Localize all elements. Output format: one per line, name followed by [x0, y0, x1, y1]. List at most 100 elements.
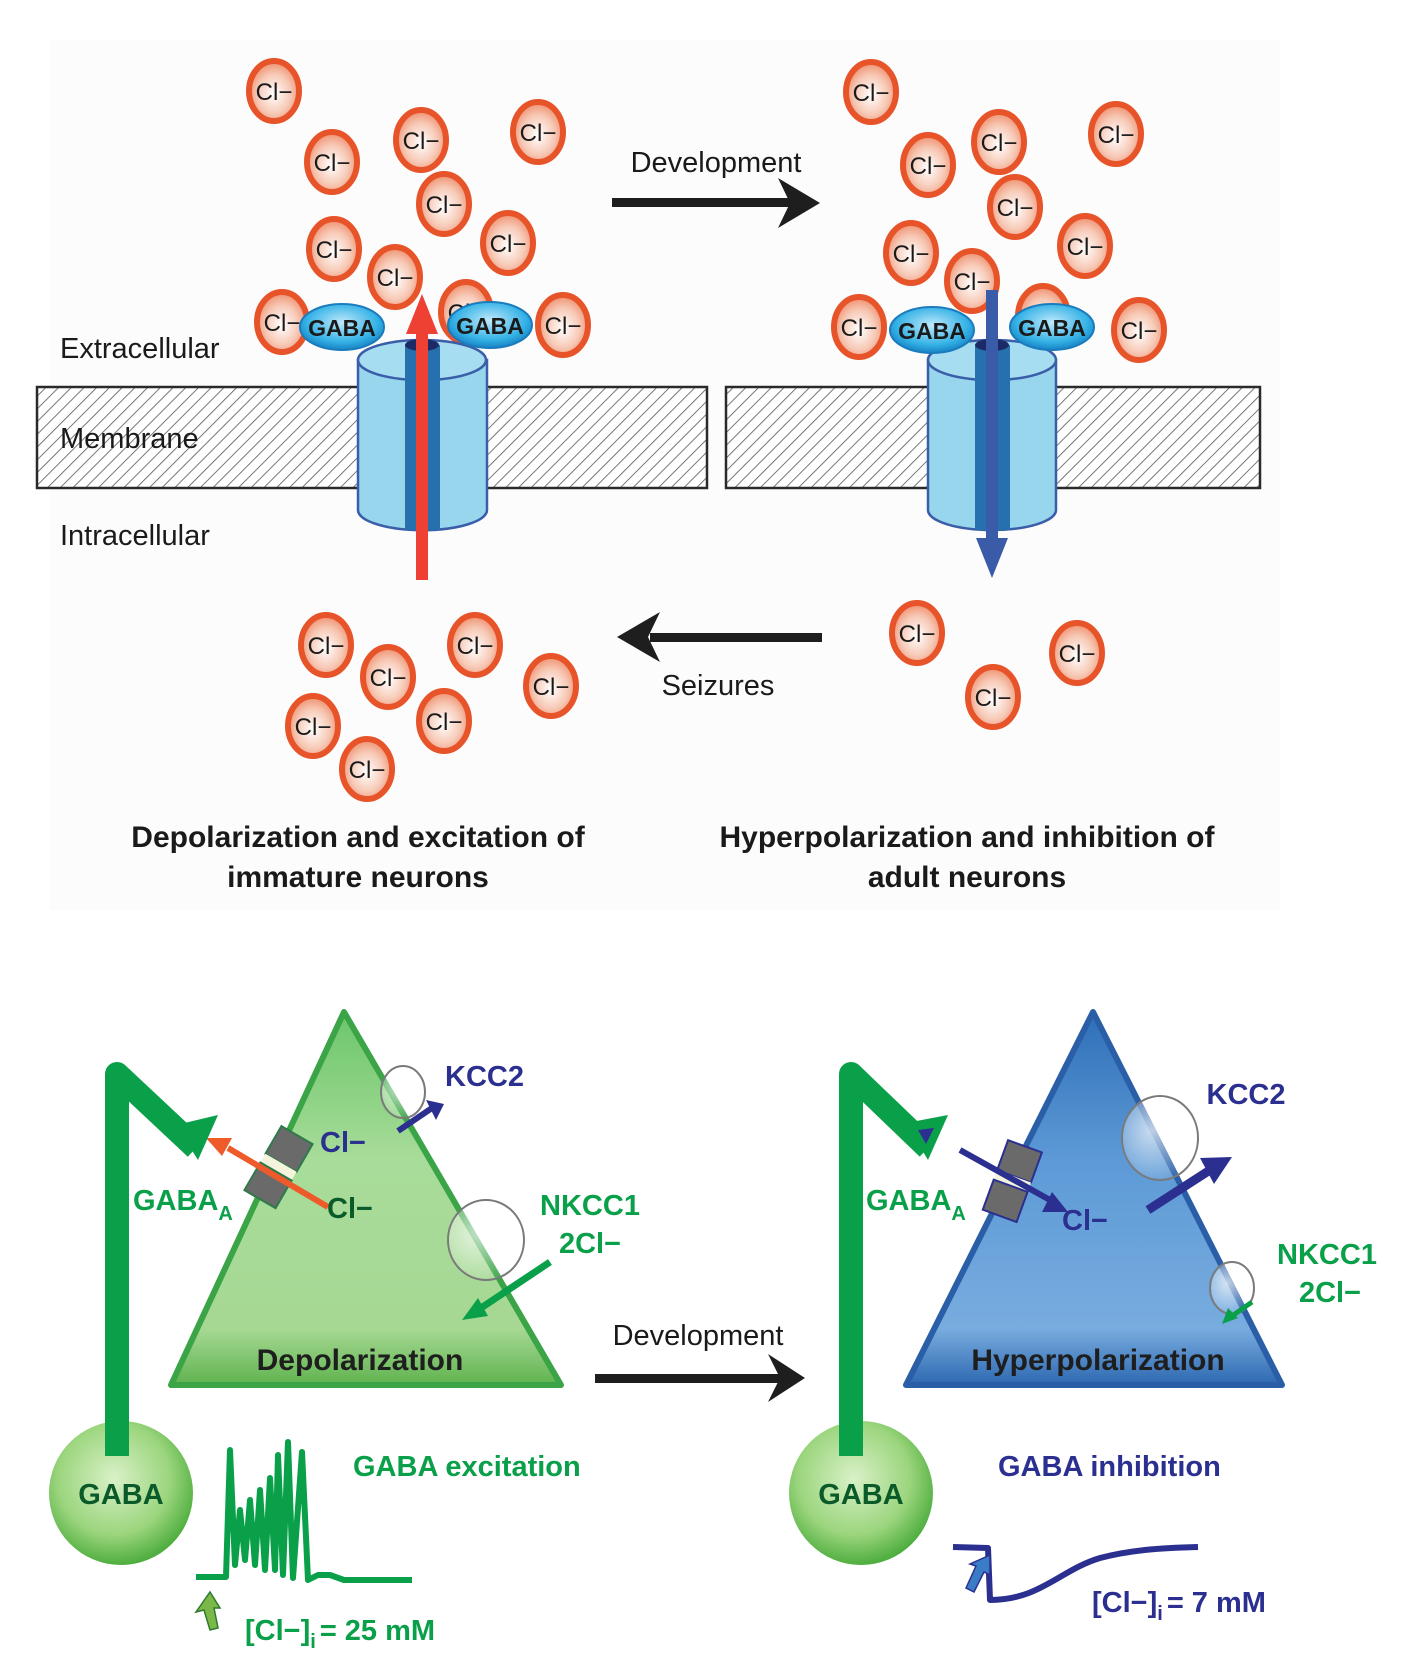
- chloride-ion: Cl−: [367, 244, 423, 310]
- stimulus-arrow-right: [965, 1553, 991, 1594]
- chloride-ion: Cl−: [360, 644, 416, 710]
- influx-arrow: [976, 290, 1008, 578]
- chloride-ion: Cl−: [987, 174, 1043, 240]
- chloride-ion-label: Cl−: [308, 633, 345, 660]
- chloride-ion: Cl−: [339, 736, 395, 802]
- chloride-ion-label: Cl−: [349, 757, 386, 784]
- bottom-panel: Depolarization KCC2 Cl− NKCC1 2Cl−: [49, 1009, 1377, 1653]
- gaba-inhibition-label: GABA inhibition: [998, 1451, 1221, 1483]
- chloride-ion-label: Cl−: [1059, 641, 1096, 668]
- chloride-ion-label: Cl−: [841, 315, 878, 342]
- concentration-right: [Cl−]i= 7 mM: [1092, 1587, 1266, 1625]
- chloride-ion: Cl−: [843, 59, 899, 125]
- chloride-ion-label: Cl−: [520, 120, 557, 147]
- chloride-ion-label: Cl−: [893, 241, 930, 268]
- chloride-ion: Cl−: [447, 612, 503, 678]
- cl-label-channel-left: Cl−: [327, 1193, 373, 1225]
- kcc2-transporter-right: [1121, 1095, 1232, 1214]
- chloride-efflux-arrow: [206, 1138, 330, 1210]
- chloride-ion: Cl−: [1057, 213, 1113, 279]
- stimulus-arrow-left: [194, 1590, 222, 1631]
- immature-intracellular-ions: Cl−Cl−Cl−Cl−Cl−Cl−Cl−: [285, 612, 579, 802]
- chloride-ion: Cl−: [1111, 297, 1167, 363]
- right-caption-line1: Hyperpolarization and inhibition of: [720, 821, 1216, 854]
- chloride-ion-label: Cl−: [316, 237, 353, 264]
- chloride-ion-label: Cl−: [264, 310, 301, 337]
- svg-text:GABA: GABA: [1018, 315, 1086, 341]
- gaba-oval-right-1: GABA: [889, 306, 975, 354]
- chloride-ion-label: Cl−: [545, 313, 582, 340]
- chloride-ion-label: Cl−: [1121, 318, 1158, 345]
- left-caption-line2: immature neurons: [227, 861, 489, 894]
- nkcc1-transporter-left: [447, 1199, 552, 1320]
- chloride-ion-label: Cl−: [1067, 234, 1104, 261]
- nkcc1-ion-label-right: 2Cl−: [1299, 1277, 1361, 1309]
- gaba-soma-label-right: GABA: [818, 1479, 903, 1511]
- gaba-a-channel-left: [243, 1124, 314, 1210]
- nkcc1-ion-label-left: 2Cl−: [559, 1228, 621, 1260]
- axon-terminal-left: [176, 1115, 218, 1160]
- adult-intracellular-ions: Cl−Cl−Cl−: [889, 600, 1105, 730]
- chloride-ion-label: Cl−: [403, 128, 440, 155]
- chloride-ion-label: Cl−: [457, 633, 494, 660]
- chloride-ion: Cl−: [416, 688, 472, 754]
- depolarization-label: Depolarization: [257, 1344, 464, 1377]
- gaba-oval-left-1: GABA: [299, 303, 385, 351]
- chloride-ion-label: Cl−: [853, 80, 890, 107]
- chloride-ion: Cl−: [304, 129, 360, 195]
- membrane-label: Membrane: [60, 423, 199, 455]
- chloride-ion-label: Cl−: [426, 709, 463, 736]
- excitation-trace: [196, 1439, 412, 1583]
- axon-base-right: [839, 1420, 863, 1456]
- kcc2-label-right: KCC2: [1207, 1079, 1286, 1111]
- gaba-a-label-left: GABAA: [133, 1185, 233, 1225]
- chloride-ion-label: Cl−: [533, 674, 570, 701]
- chloride-ion: Cl−: [416, 171, 472, 237]
- chloride-ion: Cl−: [510, 99, 566, 165]
- axon-base-left: [105, 1420, 129, 1456]
- chloride-ion: Cl−: [535, 292, 591, 358]
- gaba-oval-left-2: GABA: [447, 301, 533, 349]
- chloride-ion: Cl−: [900, 132, 956, 198]
- cl-label-inner-right: Cl−: [1062, 1205, 1108, 1237]
- chloride-influx-arrow: [958, 1147, 1068, 1212]
- chloride-ion-label: Cl−: [997, 195, 1034, 222]
- gaba-channel-immature: GABA GABA: [299, 294, 533, 580]
- chloride-ion-label: Cl−: [910, 153, 947, 180]
- axon-terminal-inner-right: [918, 1128, 934, 1144]
- chloride-ion: Cl−: [298, 612, 354, 678]
- axon-left: [105, 1062, 205, 1452]
- svg-text:GABA: GABA: [308, 315, 376, 341]
- development-label-bottom: Development: [613, 1320, 784, 1352]
- chloride-ion: Cl−: [831, 294, 887, 360]
- chloride-ion: Cl−: [971, 109, 1027, 175]
- chloride-ion: Cl−: [393, 107, 449, 173]
- inhibition-trace: [952, 1544, 1199, 1603]
- chloride-ion: Cl−: [944, 248, 1000, 314]
- gaba-excitation-label: GABA excitation: [353, 1451, 581, 1483]
- development-label-top: Development: [631, 147, 802, 179]
- chloride-ion: Cl−: [306, 216, 362, 282]
- intracellular-label: Intracellular: [60, 520, 210, 552]
- immature-neuron: Depolarization KCC2 Cl− NKCC1 2Cl−: [49, 1009, 640, 1653]
- development-arrow-top: [612, 178, 820, 228]
- chloride-ion: Cl−: [254, 289, 310, 355]
- seizures-arrow: [617, 612, 822, 662]
- axon-right: [839, 1062, 937, 1452]
- left-caption-line1: Depolarization and excitation of: [131, 821, 585, 854]
- chloride-ion-label: Cl−: [314, 150, 351, 177]
- kcc2-transporter-left: [380, 1065, 444, 1134]
- development-arrow-bottom: [595, 1354, 805, 1402]
- chloride-ion: Cl−: [889, 600, 945, 666]
- chloride-ion-label: Cl−: [1098, 122, 1135, 149]
- chloride-ion-label: Cl−: [981, 130, 1018, 157]
- chloride-ion-label: Cl−: [377, 265, 414, 292]
- nkcc1-label-left: NKCC1: [540, 1190, 640, 1222]
- chloride-ion-label: Cl−: [370, 665, 407, 692]
- gaba-soma-right: [789, 1421, 933, 1565]
- svg-text:GABA: GABA: [456, 313, 524, 339]
- chloride-ion: Cl−: [883, 220, 939, 286]
- gaba-channel-adult: GABA GABA: [889, 290, 1095, 578]
- chloride-ion: Cl−: [1049, 620, 1105, 686]
